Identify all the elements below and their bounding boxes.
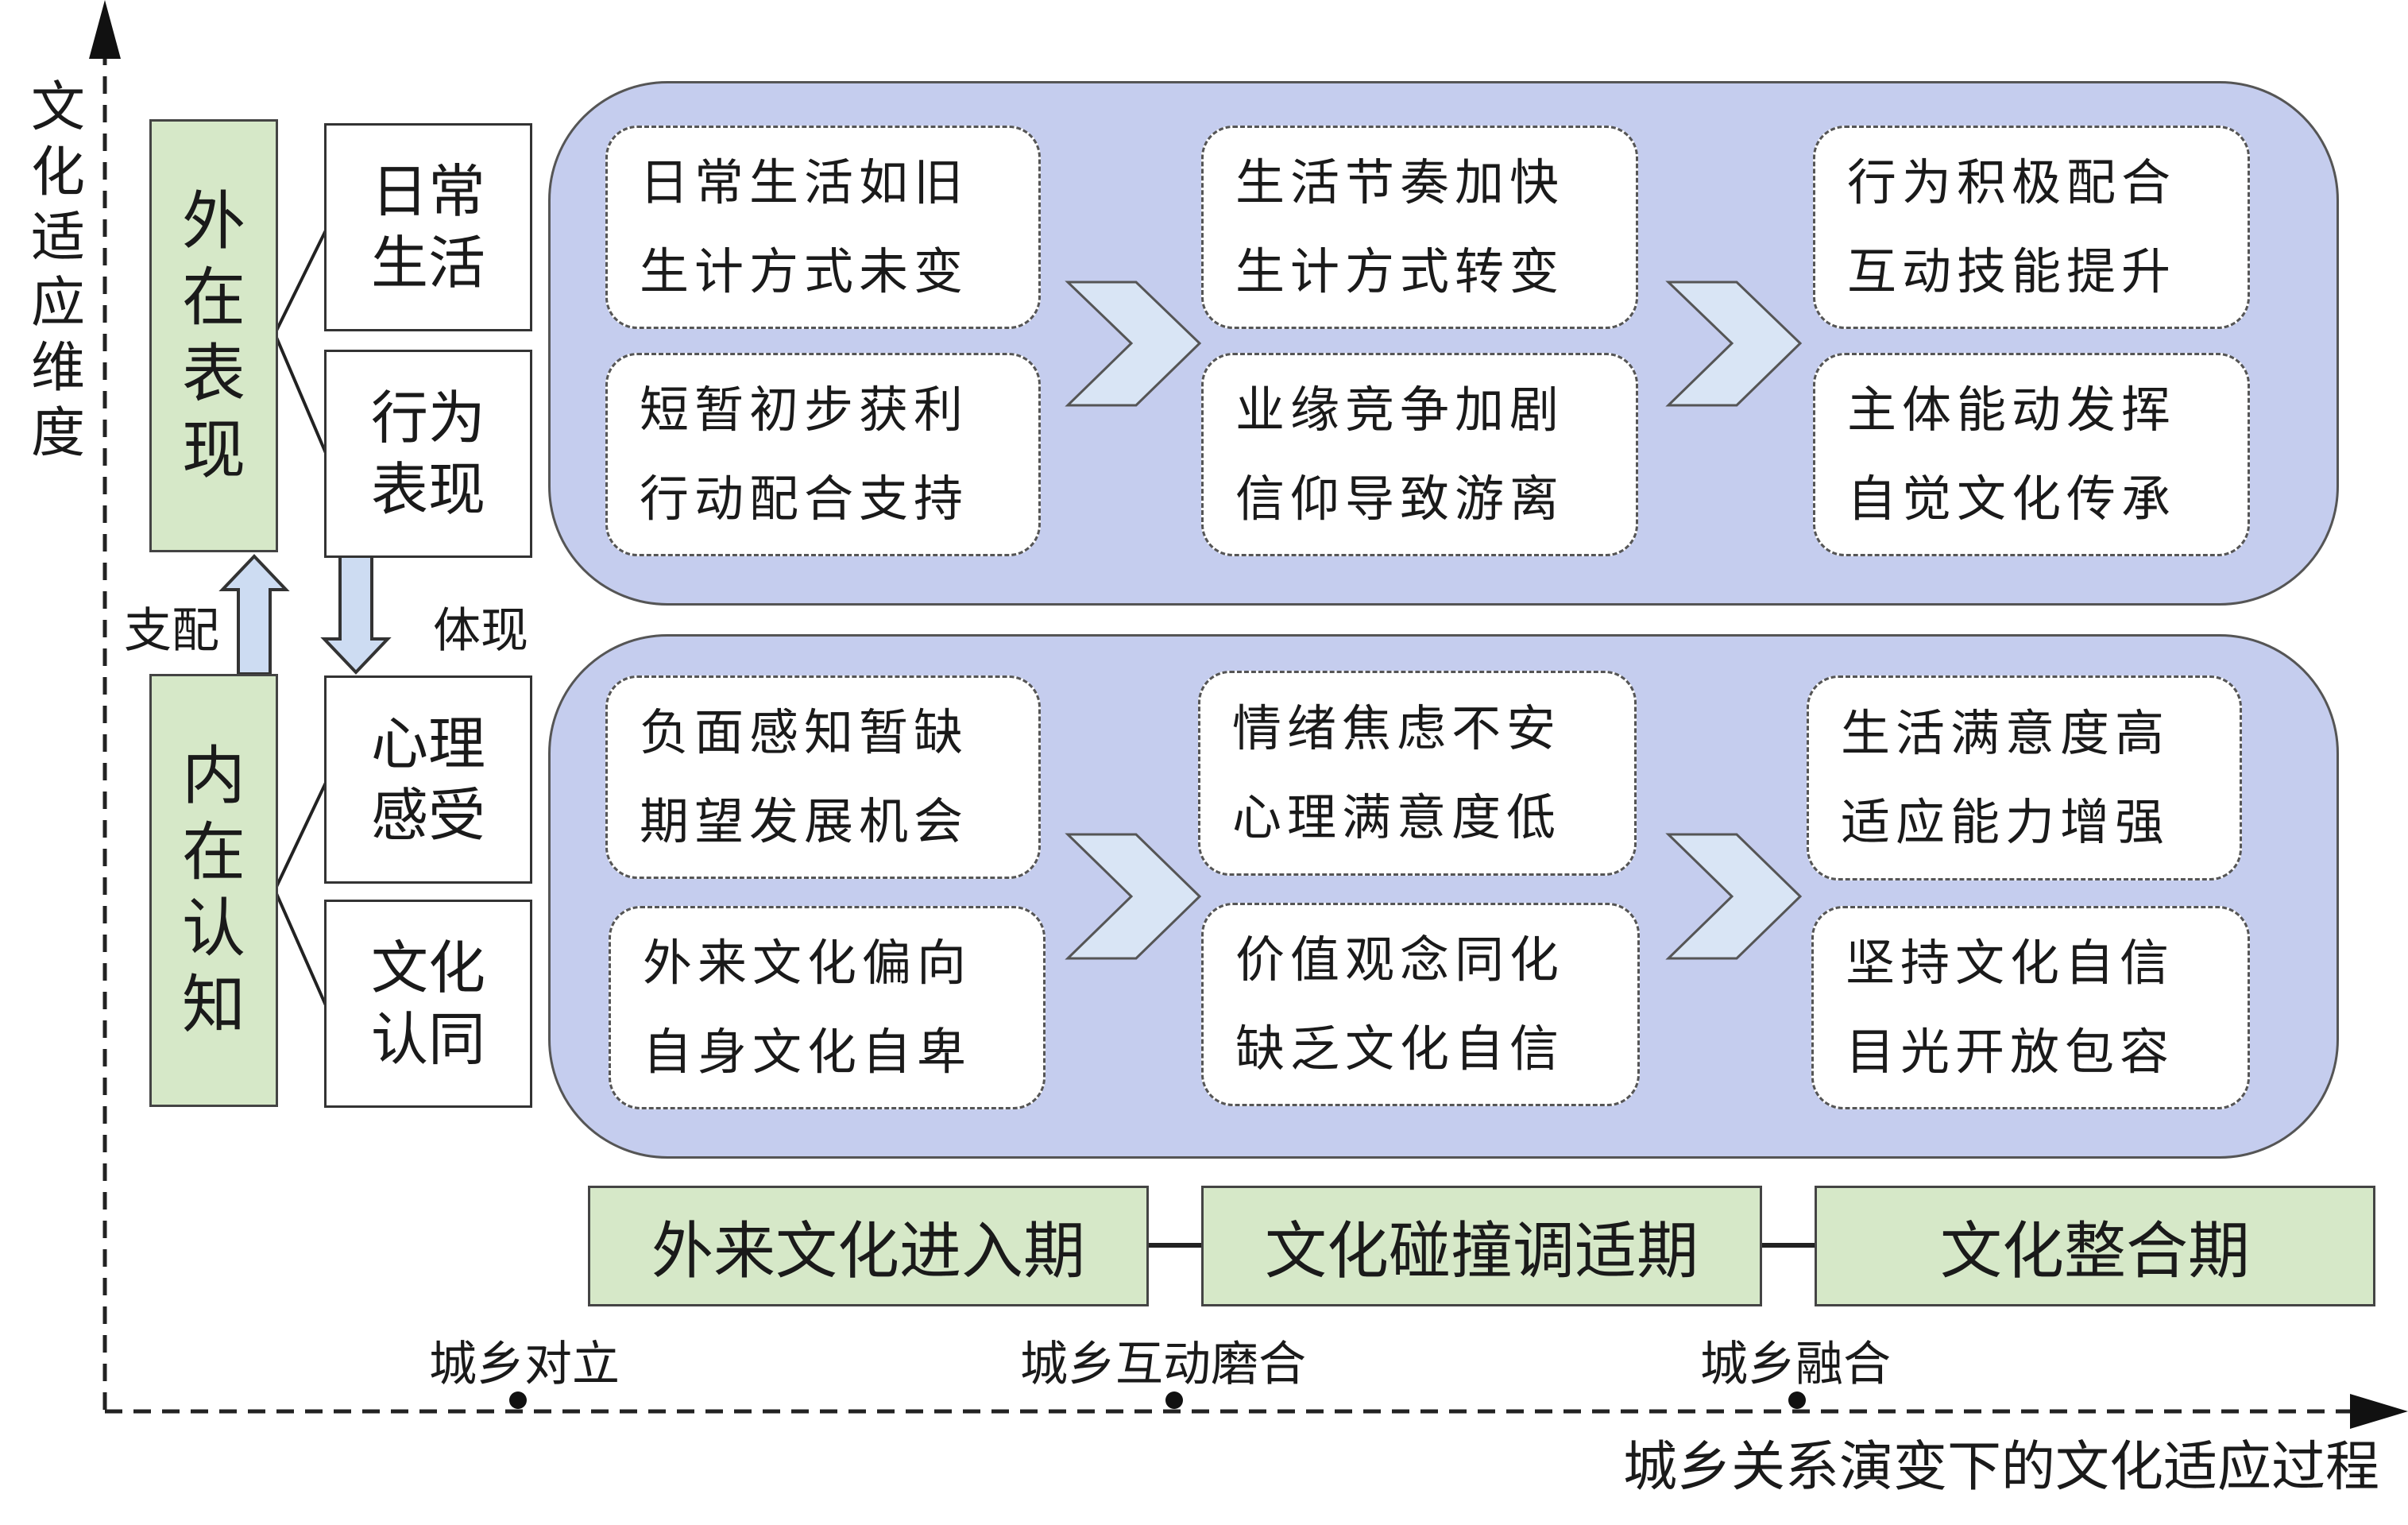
text-line: 负面感知暂缺: [640, 703, 969, 761]
text-line: 主体能动发挥: [1847, 381, 2177, 439]
y-axis-label: 文化适应维度: [30, 76, 85, 465]
outer-stage2-box2: 业缘竞争加剧 信仰导致游离: [1201, 353, 1638, 556]
y-axis-arrowhead: [89, 0, 121, 59]
connector-outer-2: [273, 333, 327, 454]
chevron-icon: [1665, 281, 1803, 407]
text-line: 日常生活如旧: [640, 153, 969, 211]
connector-outer-1: [273, 230, 327, 335]
text-line: 信仰导致游离: [1235, 470, 1565, 528]
text-line: 业缘竞争加剧: [1235, 381, 1565, 439]
stage-label-1: 城乡对立: [429, 1337, 620, 1392]
text-line: 生计方式转变: [1235, 242, 1565, 300]
text-line: 自身文化自卑: [643, 1023, 972, 1081]
period-box-2: 文化碰撞调适期: [1201, 1186, 1762, 1306]
text-line: 自觉文化传承: [1847, 470, 2177, 528]
chevron-icon: [1065, 281, 1202, 407]
outer-dimension-label: 外在表现: [182, 184, 245, 487]
text-line: 生活节奏加快: [1235, 153, 1565, 211]
text-line: 坚持文化自信: [1846, 934, 2175, 992]
cultural-identity-label: 文化认同: [370, 935, 485, 1073]
inner-stage2-box2: 价值观念同化 缺乏文化自信: [1201, 903, 1640, 1106]
daily-life-label: 日常生活: [370, 158, 485, 296]
outer-stage1-box2: 短暂初步获利 行动配合支持: [605, 353, 1041, 556]
connector-inner-1: [273, 782, 327, 891]
psychology-box: 心理感受: [324, 675, 532, 884]
outer-dimension-box: 外在表现: [149, 119, 278, 552]
chevron-icon: [1065, 833, 1202, 960]
text-line: 期望发展机会: [640, 792, 969, 850]
outer-stage3-box2: 主体能动发挥 自觉文化传承: [1813, 353, 2250, 556]
outer-stage1-box1: 日常生活如旧 生计方式未变: [605, 126, 1041, 329]
connector-inner-2: [273, 889, 327, 1006]
cultural-identity-box: 文化认同: [324, 900, 532, 1108]
outer-stage3-box1: 行为积极配合 互动技能提升: [1813, 126, 2250, 329]
inner-stage1-box1: 负面感知暂缺 期望发展机会: [605, 675, 1041, 879]
period-box-1: 外来文化进入期: [588, 1186, 1149, 1306]
text-line: 心理满意度低: [1232, 788, 1562, 846]
dominate-label: 支配: [124, 603, 219, 659]
inner-stage3-box2: 坚持文化自信 目光开放包容: [1811, 906, 2250, 1109]
x-axis-label: 城乡关系演变下的文化适应过程: [1622, 1436, 2379, 1499]
inner-stage2-box1: 情绪焦虑不安 心理满意度低: [1198, 671, 1637, 876]
text-line: 短暂初步获利: [640, 381, 969, 439]
period-label-3: 文化整合期: [1939, 1216, 2250, 1287]
inner-stage3-box1: 生活满意度高 适应能力增强: [1807, 675, 2242, 881]
psychology-label: 心理感受: [370, 710, 485, 849]
outer-stage2-box1: 生活节奏加快 生计方式转变: [1201, 126, 1638, 329]
period-label-1: 外来文化进入期: [651, 1216, 1085, 1287]
text-line: 行动配合支持: [640, 470, 969, 528]
behavior-box: 行为表现: [324, 350, 532, 558]
inner-dimension-box: 内在认知: [149, 674, 278, 1107]
text-line: 情绪焦虑不安: [1232, 699, 1562, 757]
text-line: 目光开放包容: [1846, 1023, 2175, 1081]
stage-label-3: 城乡融合: [1700, 1337, 1891, 1392]
stage-dot-3: [1788, 1391, 1806, 1409]
text-line: 行为积极配合: [1847, 153, 2177, 211]
manifest-label: 体现: [433, 603, 528, 659]
text-line: 互动技能提升: [1847, 242, 2177, 300]
chevron-icon: [1665, 833, 1803, 960]
stage-dot-2: [1165, 1391, 1183, 1409]
text-line: 外来文化偏向: [643, 934, 972, 992]
daily-life-box: 日常生活: [324, 123, 532, 331]
text-line: 缺乏文化自信: [1235, 1020, 1565, 1078]
stage-dot-1: [509, 1391, 527, 1409]
inner-dimension-label: 内在认知: [182, 738, 245, 1042]
text-line: 生活满意度高: [1841, 704, 2170, 762]
text-line: 生计方式未变: [640, 242, 969, 300]
text-line: 价值观念同化: [1235, 931, 1565, 989]
period-box-3: 文化整合期: [1815, 1186, 2375, 1306]
period-label-2: 文化碰撞调适期: [1264, 1216, 1699, 1287]
text-line: 适应能力增强: [1841, 793, 2170, 851]
stage-label-2: 城乡互动磨合: [1020, 1337, 1306, 1392]
x-axis-arrowhead: [2350, 1394, 2408, 1429]
inner-stage1-box2: 外来文化偏向 自身文化自卑: [609, 906, 1046, 1109]
behavior-label: 行为表现: [370, 385, 485, 523]
